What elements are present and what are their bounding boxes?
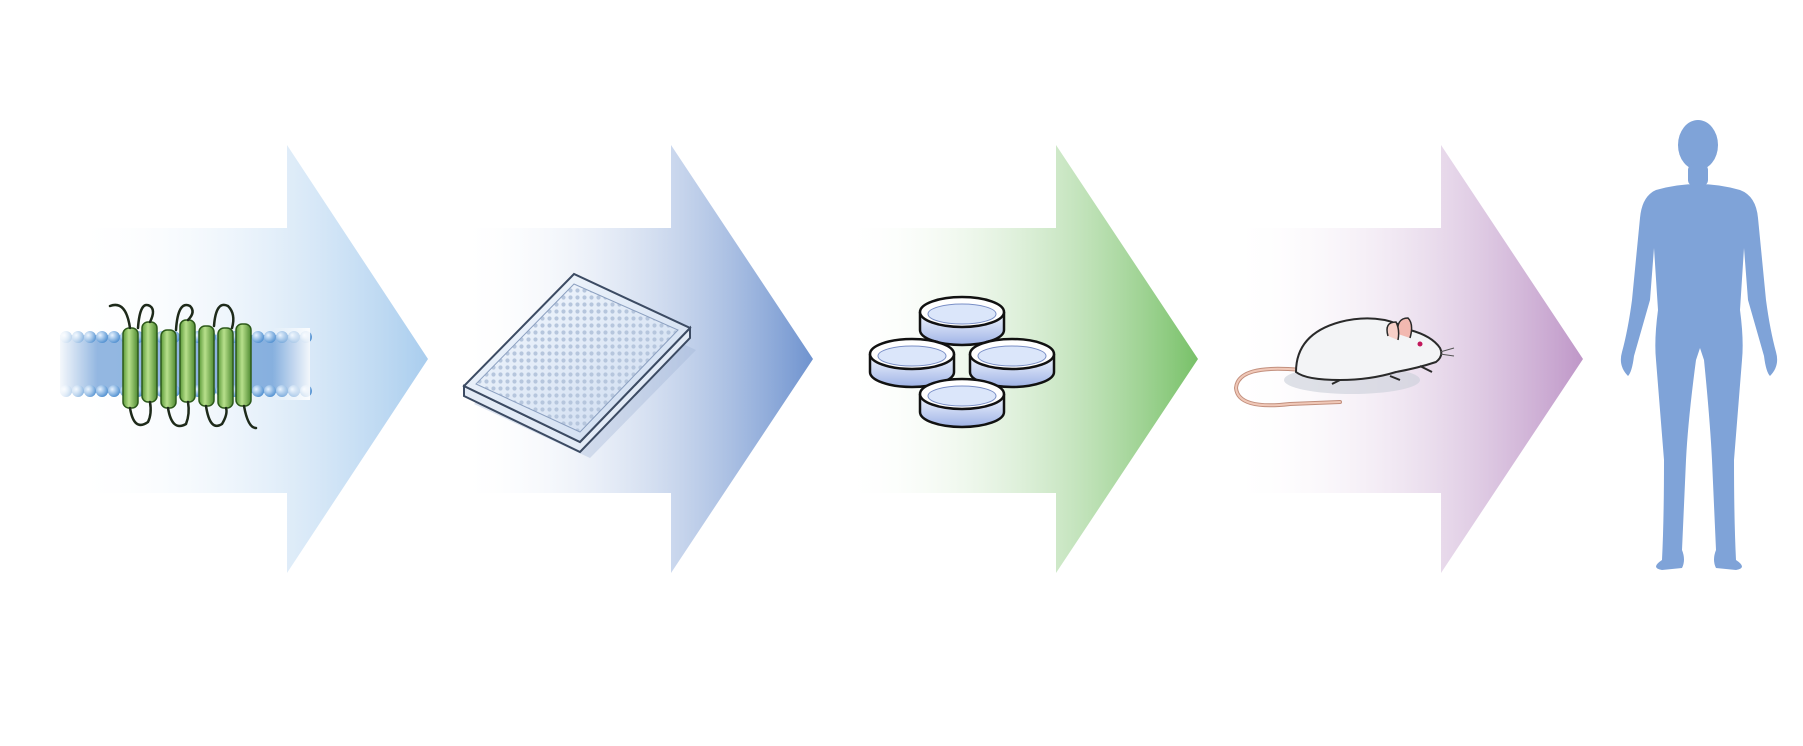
petri-dish-top — [918, 295, 1006, 347]
petri-dish-bottom — [918, 377, 1006, 429]
microplate-icon — [462, 272, 696, 458]
rat-icon — [1233, 317, 1455, 408]
gpcr-membrane-icon — [60, 303, 312, 430]
human-silhouette-icon — [1620, 120, 1778, 570]
petri-dish-left — [868, 337, 956, 389]
petri-dishes-icon — [868, 295, 1056, 429]
petri-dish-right — [968, 337, 1056, 389]
